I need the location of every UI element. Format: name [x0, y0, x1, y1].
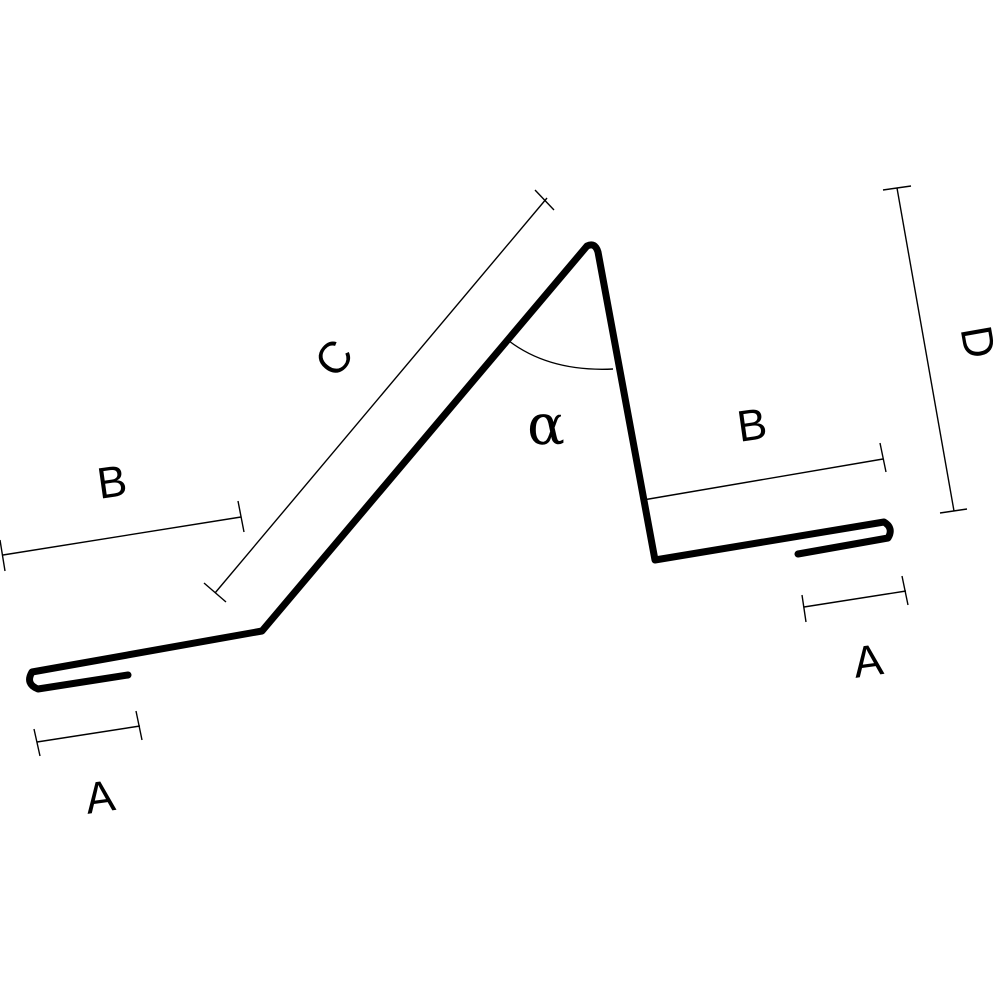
profile-outline: [26, 241, 894, 693]
dimension-a-left: [33, 710, 143, 757]
dimension-b-left: [0, 500, 245, 572]
dimension-b-right: [642, 442, 887, 501]
label-a-right: A: [850, 635, 887, 688]
dimension-c: [203, 189, 555, 603]
dimension-d: [882, 185, 968, 514]
dimension-a-right: [801, 575, 909, 623]
label-b-right: B: [734, 399, 770, 452]
label-b-left: B: [94, 456, 130, 509]
label-d: D: [951, 322, 1000, 362]
label-a-left: A: [82, 771, 119, 824]
angle-arc: [508, 340, 614, 370]
label-c: C: [305, 330, 363, 386]
label-alpha: α: [527, 393, 565, 458]
